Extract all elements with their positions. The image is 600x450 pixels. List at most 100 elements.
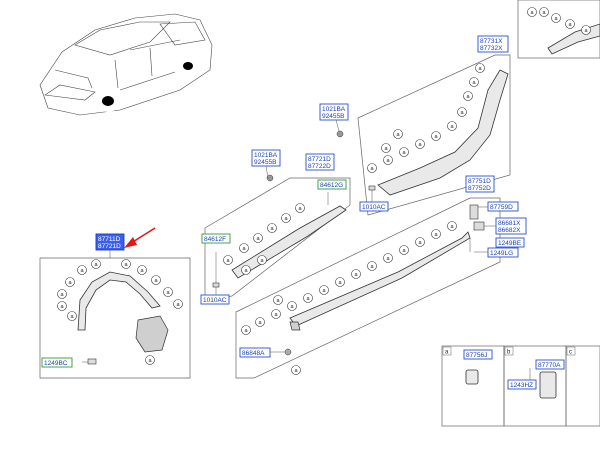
svg-text:87756J: 87756J — [466, 352, 487, 359]
svg-text:a: a — [384, 146, 388, 152]
panel-top-right: a a a a a — [517, 0, 600, 59]
red-arrow — [124, 227, 156, 248]
svg-text:87711D: 87711D — [98, 236, 121, 243]
svg-text:b: b — [507, 350, 511, 356]
callout-a: a — [291, 365, 301, 375]
part-87770A[interactable]: 87770A — [535, 359, 565, 370]
callout-a: a — [415, 237, 425, 247]
svg-text:a: a — [60, 304, 64, 310]
svg-text:a: a — [274, 312, 278, 318]
svg-text:a: a — [418, 240, 422, 246]
svg-text:1021BA: 1021BA — [322, 106, 346, 113]
svg-text:92455B: 92455B — [322, 113, 344, 120]
callout-a: a — [381, 143, 391, 153]
svg-text:1249BC: 1249BC — [44, 360, 68, 367]
svg-text:a: a — [176, 302, 180, 308]
part-87756J[interactable]: 87756J — [463, 349, 493, 360]
callout-a: a — [91, 259, 101, 269]
callout-a: a — [431, 131, 441, 141]
callout-a: a — [447, 221, 457, 231]
part-87731X[interactable]: 87731X 87732X — [477, 35, 509, 53]
svg-text:87759D: 87759D — [490, 204, 513, 211]
callout-a: a — [271, 309, 281, 319]
svg-text:87752D: 87752D — [468, 185, 491, 192]
part-84612G[interactable]: 84612G — [317, 179, 347, 190]
callout-a: a — [319, 285, 329, 295]
svg-text:92455B: 92455B — [254, 159, 276, 166]
svg-text:87731X: 87731X — [480, 38, 503, 45]
callout-a: a — [57, 301, 67, 311]
callout-a: a — [173, 299, 183, 309]
svg-text:a: a — [402, 150, 406, 156]
callout-a: a — [463, 91, 473, 101]
svg-text:87732X: 87732X — [480, 45, 503, 52]
svg-text:a: a — [68, 280, 72, 286]
rear-quarter-group — [357, 54, 511, 216]
svg-text:a: a — [386, 256, 390, 262]
part-1249BE[interactable]: 1249BE — [495, 237, 525, 248]
svg-text:a: a — [294, 368, 298, 374]
callout-a: a — [253, 233, 263, 243]
callout-a: a — [367, 261, 377, 271]
part-1021BA-rear[interactable]: 1021BA 92455B — [319, 103, 349, 121]
svg-text:a: a — [154, 278, 158, 284]
svg-text:a: a — [450, 124, 454, 130]
svg-text:1010AC: 1010AC — [362, 204, 386, 211]
svg-text:86848A: 86848A — [242, 350, 265, 357]
part-86848A[interactable]: 86848A — [239, 347, 271, 358]
panel-letter-a: a — [442, 346, 452, 356]
svg-text:a: a — [256, 236, 260, 242]
part-87711D[interactable]: 87711D 87721D — [95, 233, 125, 251]
part-1249LG[interactable]: 1249LG — [487, 247, 519, 258]
svg-text:a: a — [466, 94, 470, 100]
callout-a: a — [469, 77, 479, 87]
svg-text:a: a — [244, 328, 248, 334]
callout-a: a — [257, 255, 267, 265]
svg-text:a: a — [445, 350, 449, 356]
svg-text:a: a — [554, 16, 558, 22]
svg-text:a: a — [450, 224, 454, 230]
svg-text:84612G: 84612G — [320, 182, 343, 189]
svg-text:1249BE: 1249BE — [498, 240, 522, 247]
callout-a: a — [415, 139, 425, 149]
callout-a: a — [351, 269, 361, 279]
callout-a: a — [383, 155, 393, 165]
part-1021BA-front[interactable]: 1021BA 92455B — [251, 149, 281, 167]
panel-letter-b: b — [504, 346, 514, 356]
svg-text:a: a — [402, 248, 406, 254]
svg-text:a: a — [396, 132, 400, 138]
part-87751D[interactable]: 87751D 87752D — [465, 175, 495, 193]
callout-a: a — [65, 277, 75, 287]
part-1243HZ[interactable]: 1243HZ — [507, 379, 537, 390]
detail-panels: a b c — [441, 345, 600, 427]
panel-letter-c: c — [566, 346, 576, 356]
svg-text:a: a — [166, 290, 170, 296]
part-1010AC-rear[interactable]: 1010AC — [359, 201, 389, 212]
svg-text:a: a — [70, 314, 74, 320]
callout-a: a — [447, 121, 457, 131]
svg-text:a: a — [354, 272, 358, 278]
callout-a: a — [255, 317, 265, 327]
svg-text:a: a — [80, 268, 84, 274]
part-1010AC-front[interactable]: 1010AC — [200, 294, 230, 305]
svg-text:a: a — [370, 264, 374, 270]
svg-text:a: a — [370, 166, 374, 172]
svg-text:a: a — [244, 268, 248, 274]
part-87759D[interactable]: 87759D — [487, 201, 519, 212]
svg-text:a: a — [418, 142, 422, 148]
svg-text:a: a — [226, 258, 230, 264]
callout-a: a — [287, 301, 297, 311]
svg-text:86681X: 86681X — [498, 220, 521, 227]
svg-text:1021BA: 1021BA — [254, 152, 278, 159]
part-87721D[interactable]: 87721D 87722D — [305, 153, 335, 171]
callout-a: a — [241, 265, 251, 275]
svg-text:a: a — [94, 262, 98, 268]
callout-a: a — [399, 245, 409, 255]
part-86681X[interactable]: 86681X 86682X — [495, 217, 527, 235]
svg-text:87770A: 87770A — [538, 362, 561, 369]
part-84612F[interactable]: 84612F — [201, 233, 231, 244]
part-1249BC[interactable]: 1249BC — [41, 357, 73, 368]
svg-text:a: a — [478, 66, 482, 72]
callout-a: a — [367, 163, 377, 173]
